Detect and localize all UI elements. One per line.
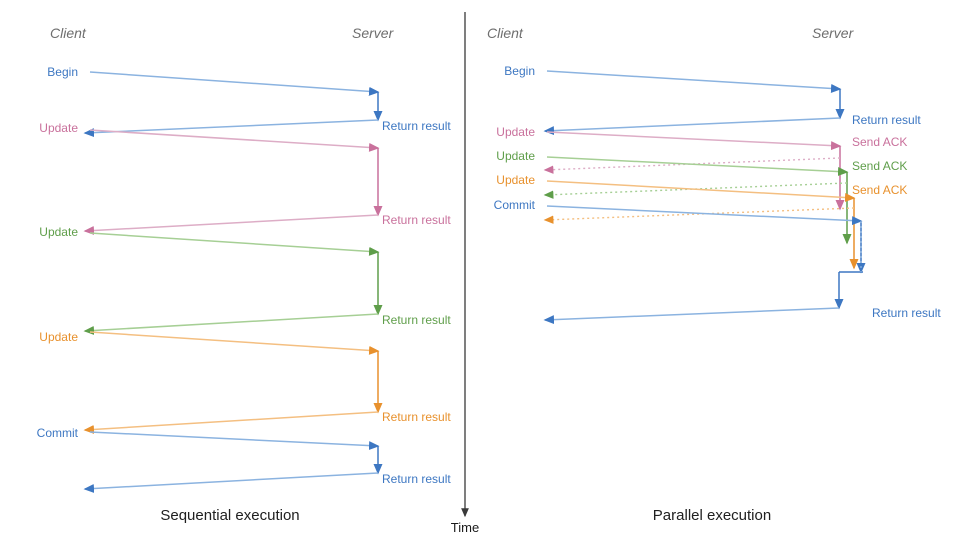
par-panel-caption: Parallel execution: [653, 507, 771, 524]
par-request-arrow-4: [546, 205, 863, 226]
seq-reply-label-1: Return result: [382, 213, 451, 227]
seq-server-lane-header: Server: [352, 25, 395, 41]
seq-reply-arrow-1: [83, 214, 379, 236]
par-ack-arrow-1: [543, 157, 841, 174]
seq-reply-label-3: Return result: [382, 410, 451, 424]
par-final-reply-4: [543, 307, 840, 325]
seq-reply-arrow-3: [83, 411, 379, 434]
seq-request-arrow-4: [89, 431, 380, 451]
par-server-lane-header: Server: [812, 25, 855, 41]
par-request-arrow-1: [546, 131, 842, 151]
seq-client-lane-header: Client: [50, 25, 87, 41]
par-client-label-2: Update: [496, 149, 535, 163]
par-client-lane-header: Client: [487, 25, 524, 41]
par-ack-label-2: Send ACK: [852, 159, 907, 173]
par-ack-label-1: Send ACK: [852, 135, 907, 149]
par-reply-label-4: Return result: [872, 306, 941, 320]
seq-reply-label-2: Return result: [382, 313, 451, 327]
seq-reply-label-0: Return result: [382, 119, 451, 133]
par-ack-label-3: Send ACK: [852, 183, 907, 197]
seq-client-label-4: Commit: [37, 426, 79, 440]
seq-client-label-1: Update: [39, 121, 78, 135]
seq-reply-label-4: Return result: [382, 472, 451, 486]
par-client-label-1: Update: [496, 125, 535, 139]
par-request-arrow-2: [546, 156, 849, 177]
seq-request-arrow-1: [89, 129, 380, 152]
seq-reply-arrow-2: [83, 313, 379, 335]
par-ack-arrow-3: [543, 207, 855, 224]
par-request-arrow-3: [546, 180, 856, 202]
seq-reply-arrow-4: [83, 472, 379, 494]
seq-reply-arrow-0: [83, 119, 379, 138]
seq-client-label-0: Begin: [47, 65, 78, 79]
par-client-label-3: Update: [496, 173, 535, 187]
par-reply-label-0: Return result: [852, 113, 921, 127]
seq-client-label-2: Update: [39, 225, 78, 239]
seq-panel-caption: Sequential execution: [160, 507, 299, 524]
seq-client-label-3: Update: [39, 330, 78, 344]
message-arrows-group: [83, 12, 866, 518]
par-client-label-0: Begin: [504, 64, 535, 78]
par-client-label-4: Commit: [494, 198, 536, 212]
seq-request-arrow-0: [89, 71, 380, 96]
time-axis-label: Time: [451, 520, 479, 535]
par-request-arrow-0: [546, 70, 842, 93]
seq-request-arrow-3: [89, 331, 380, 355]
par-reply-arrow-0: [543, 117, 841, 136]
seq-request-arrow-2: [89, 232, 380, 256]
